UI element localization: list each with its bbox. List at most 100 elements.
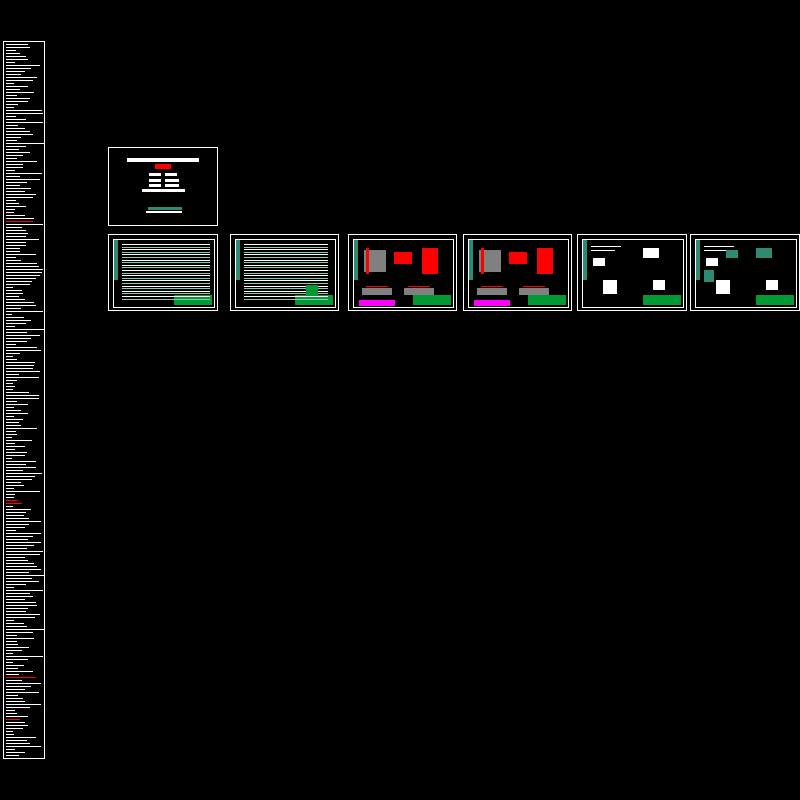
legend-text-line [6,455,26,456]
legend-text-line [6,716,28,717]
legend-text-line [6,464,27,465]
legend-text-line [6,458,13,459]
table-row [244,259,328,261]
table-row [122,262,210,264]
legend-text-line [6,683,42,684]
legend-text-line [6,326,15,327]
legend-text-line [6,740,27,741]
table-row [122,290,210,292]
legend-text-line [6,293,24,294]
drawing-sheet-1[interactable] [108,234,218,311]
legend-notes-strip [3,41,45,759]
legend-text-line [6,401,17,402]
legend-text-line [6,728,23,729]
legend-text-line [6,155,23,156]
legend-text-line [6,533,41,534]
cover-line [149,184,161,187]
detail-section [537,248,553,274]
sheet-border [113,239,215,308]
sheet-border [235,239,336,308]
legend-text-line [6,515,25,516]
cover-sheet[interactable] [108,147,218,226]
legend-text-line [6,596,33,597]
drawing-sheet-6[interactable] [690,234,800,311]
sheet-margin-strip [469,240,473,281]
legend-text-line [6,194,37,195]
legend-text-line [6,272,42,273]
legend-text-line [6,422,20,423]
legend-text-line [6,521,41,522]
table-row [122,249,210,251]
table-row [122,251,210,253]
legend-text-line [6,488,15,489]
legend-text-line [6,446,25,447]
cover-title-text [127,158,199,162]
legend-text-line [6,161,37,162]
legend-text-line [6,665,25,666]
legend-text-line [6,413,28,414]
legend-text-line [6,245,27,246]
legend-text-line [6,746,41,747]
legend-text-line [6,371,40,372]
legend-text-line [6,128,26,129]
cover-line [149,173,161,176]
plan-outline [706,258,718,266]
sheet-border [468,239,569,308]
table-row [244,257,328,258]
legend-text-line [6,503,22,504]
legend-text-line [6,497,15,498]
legend-text-line [6,392,30,393]
legend-text-line [6,590,44,591]
table-row [122,272,210,274]
sheet-margin-strip [583,240,587,281]
legend-text-line [6,74,22,75]
legend-text-line [6,563,35,564]
legend-text-line [6,749,16,750]
drawing-sheet-2[interactable] [230,234,339,311]
drawing-sheet-5[interactable] [577,234,687,311]
legend-text-line [6,101,28,102]
legend-text-line [6,647,29,648]
legend-text-line [6,428,38,429]
legend-text-line [6,368,34,369]
legend-text-line [6,707,31,708]
plan-detail [716,280,730,294]
legend-text-line [6,284,30,285]
table-row [244,296,328,297]
table-row [122,267,210,269]
table-row [122,244,210,245]
legend-text-line [6,599,25,600]
legend-text-line [6,131,30,132]
legend-text-line [6,527,26,528]
legend-text-line [6,425,22,426]
legend-text-line [6,80,34,81]
legend-text-line [6,680,22,681]
title-block [174,295,212,305]
legend-text-line [6,530,16,531]
legend-text-line [6,404,28,405]
table-row [244,280,328,282]
legend-text-line [6,539,28,540]
legend-text-line [6,491,41,492]
legend-text-line [6,113,44,114]
legend-text-line [6,743,30,744]
legend-text-line [6,164,24,165]
sheet-margin-strip [236,240,240,281]
legend-text-line [6,83,15,84]
legend-text-line [6,467,36,468]
drawing-sheet-3[interactable] [348,234,457,311]
drawing-sheet-4[interactable] [463,234,572,311]
table-highlight [306,285,318,295]
legend-text-line [6,152,30,153]
legend-text-line [6,65,41,66]
legend-text-line [6,215,26,216]
legend-text-line [6,662,14,663]
table-row [122,275,210,277]
plan-detail [704,270,714,282]
legend-text-line [6,431,17,432]
legend-text-line [6,110,43,111]
legend-text-line [6,398,39,399]
legend-text-line [6,500,18,501]
legend-text-line [6,554,41,555]
